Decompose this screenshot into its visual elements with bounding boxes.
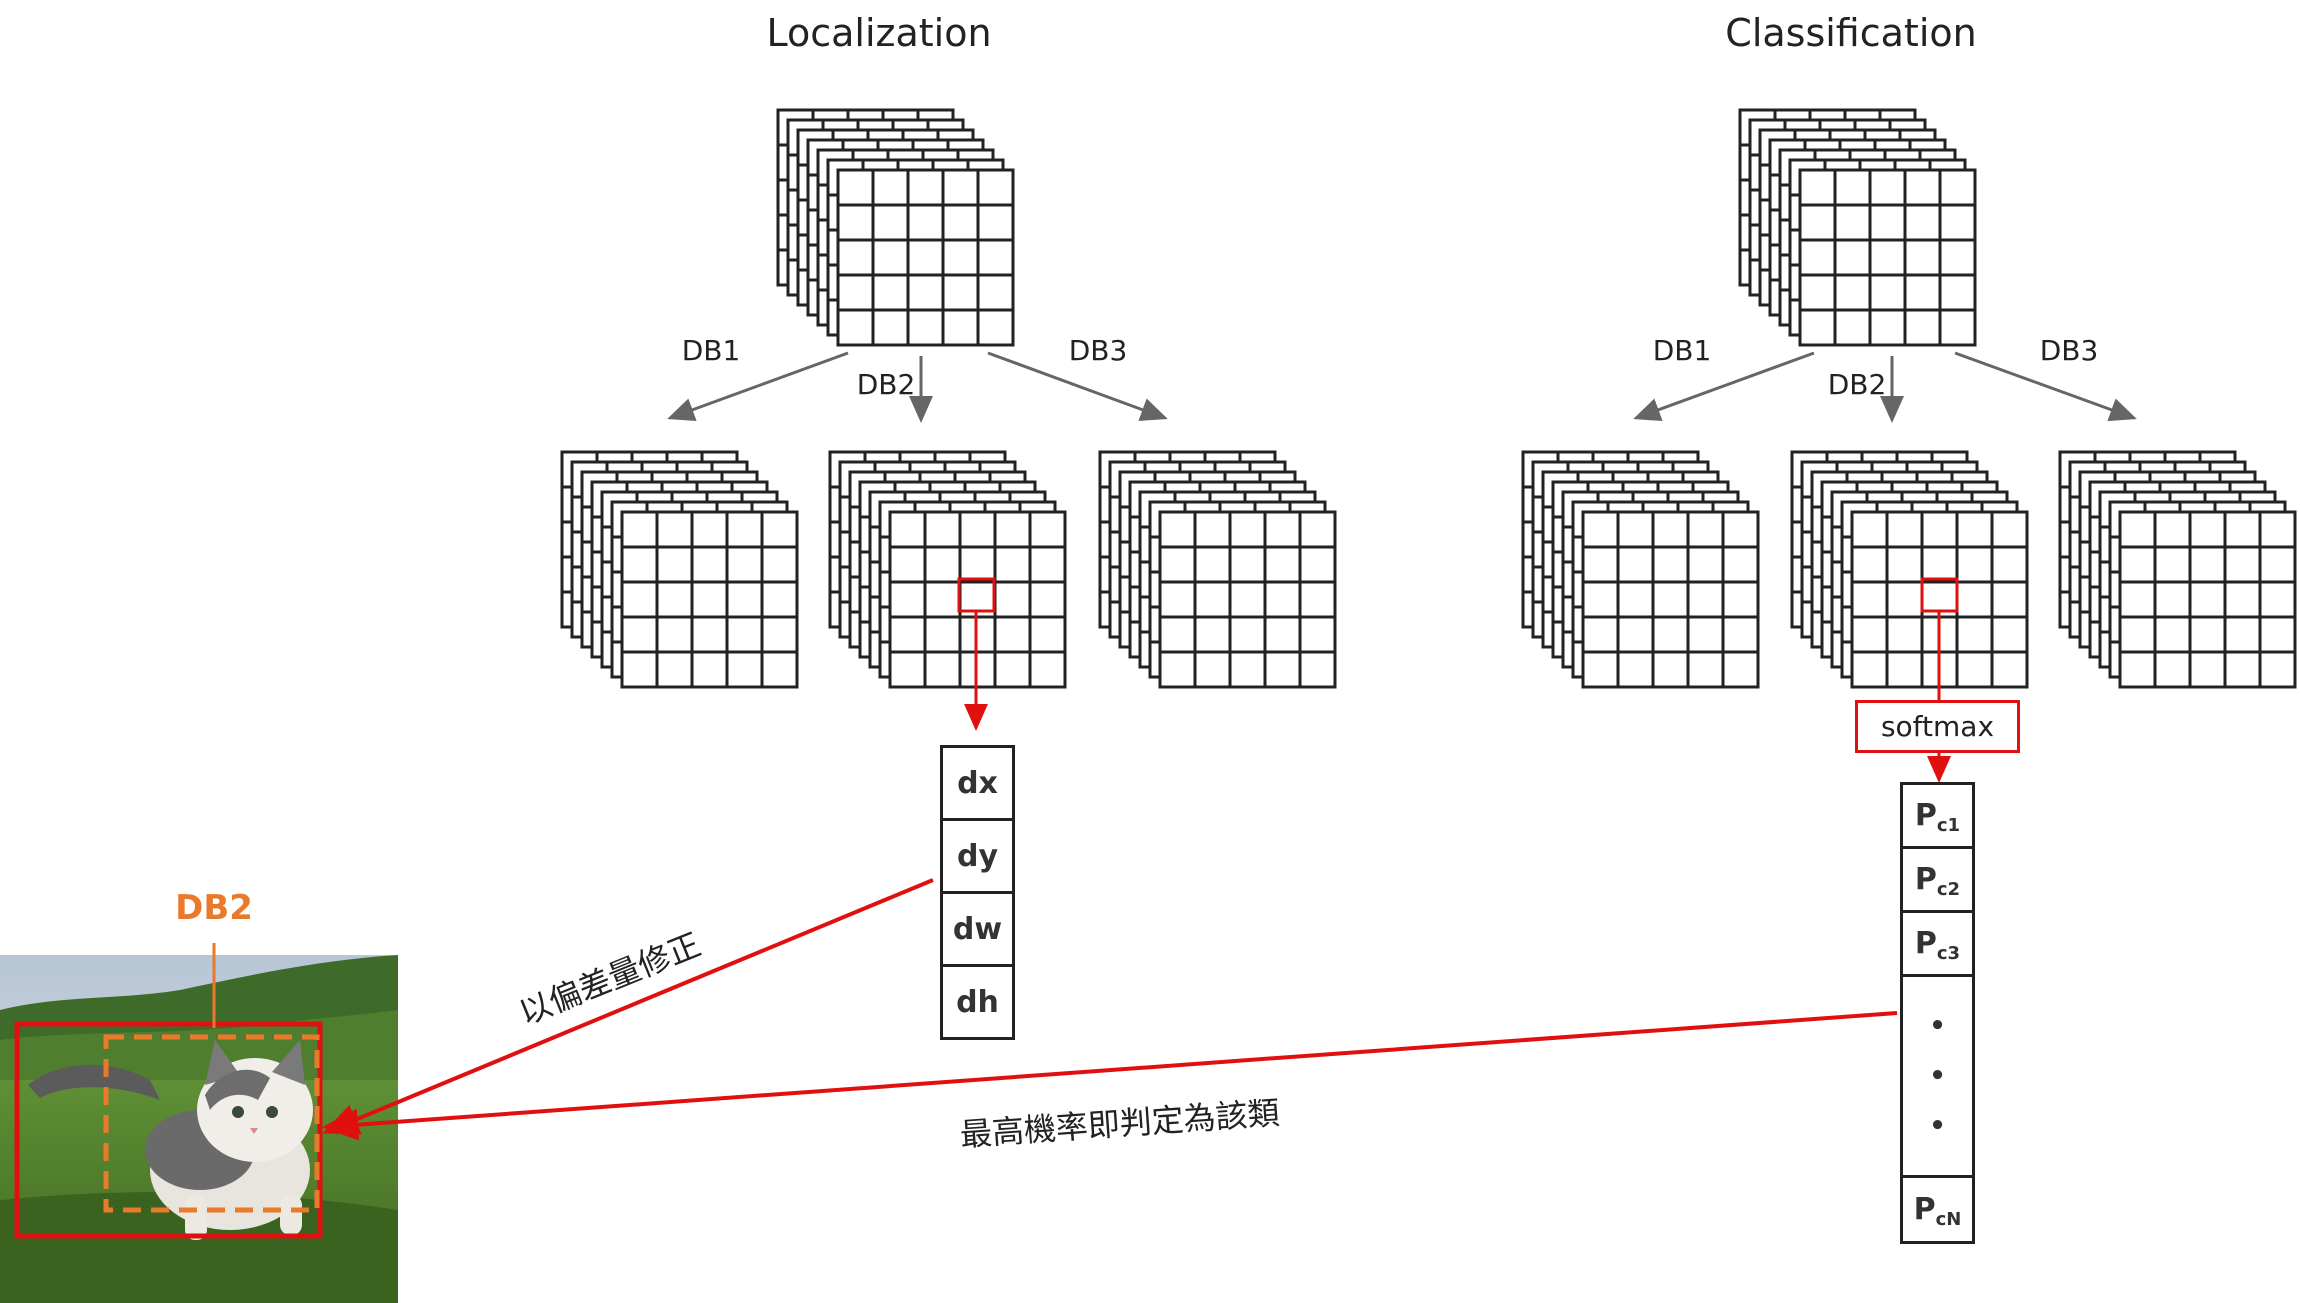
softmax-box: softmax [1855, 700, 2020, 753]
arrow-db3-localization [987, 351, 1168, 421]
label-db1-localization: DB1 [681, 334, 741, 367]
arrow-db3-classification [1954, 351, 2137, 422]
prob-subscript: c1 [1936, 815, 1961, 836]
stack-db1-localization [560, 450, 799, 689]
prob-subscript: c3 [1936, 943, 1961, 964]
arrow-offset-correction [322, 878, 934, 1135]
feature-map-layer [836, 168, 1015, 347]
stack-db2-localization [828, 450, 1067, 689]
prob-symbol: P [1913, 1192, 1936, 1227]
prob-symbol: P [1914, 798, 1937, 833]
label-db1-classification: DB1 [1652, 334, 1712, 367]
feature-map-layer [1158, 510, 1337, 689]
ellipsis-dot: • [1929, 1111, 1946, 1141]
ellipsis-dot: • [1929, 1011, 1946, 1041]
stack-db3-classification [2058, 450, 2297, 689]
offset-cell-dx: dx [940, 745, 1015, 821]
prob-symbol: P [1914, 926, 1937, 961]
arrow-db1-localization [667, 351, 849, 422]
title-classification: Classification [1725, 11, 1977, 55]
arrow-highest-probability [322, 1011, 1898, 1141]
cat-photo [0, 955, 398, 1303]
stack-db1-classification [1521, 450, 1760, 689]
feature-map-layer [2118, 510, 2297, 689]
prob-cell-ellipsis: • • • [1900, 974, 1975, 1178]
cat-tail [28, 1064, 160, 1100]
feature-map-layer [620, 510, 799, 689]
branch-arrows-classification [1633, 351, 2137, 423]
highlight-cell-classification [1920, 577, 1959, 613]
feature-map-layer [1581, 510, 1760, 689]
photo-db2-label: DB2 [175, 888, 253, 928]
top-stack-localization [776, 108, 1015, 347]
stack-db3-localization [1098, 450, 1337, 689]
label-db3-classification: DB3 [2039, 334, 2099, 367]
title-localization: Localization [766, 11, 992, 55]
prob-subscript: c2 [1936, 879, 1961, 900]
offset-cell-dh: dh [940, 964, 1015, 1040]
default-box-db2-orange [103, 1034, 320, 1213]
top-stack-classification [1738, 108, 1977, 347]
highlight-cell-localization [957, 577, 996, 613]
prob-subscript: cN [1935, 1209, 1962, 1230]
prob-symbol: P [1914, 862, 1937, 897]
prediction-box-red [14, 1021, 323, 1239]
arrow-db1-classification [1633, 351, 1815, 422]
offset-cell-dy: dy [940, 818, 1015, 894]
label-db2-classification: DB2 [1827, 368, 1887, 401]
branch-arrows-localization [667, 351, 1168, 423]
label-db3-localization: DB3 [1068, 334, 1128, 367]
feature-map-stacks [560, 108, 2297, 689]
label-db2-localization: DB2 [856, 368, 916, 401]
stack-db2-classification [1790, 450, 2029, 689]
offset-cell-dw: dw [940, 891, 1015, 967]
feature-map-layer [1798, 168, 1977, 347]
ellipsis-dot: • [1929, 1061, 1946, 1091]
